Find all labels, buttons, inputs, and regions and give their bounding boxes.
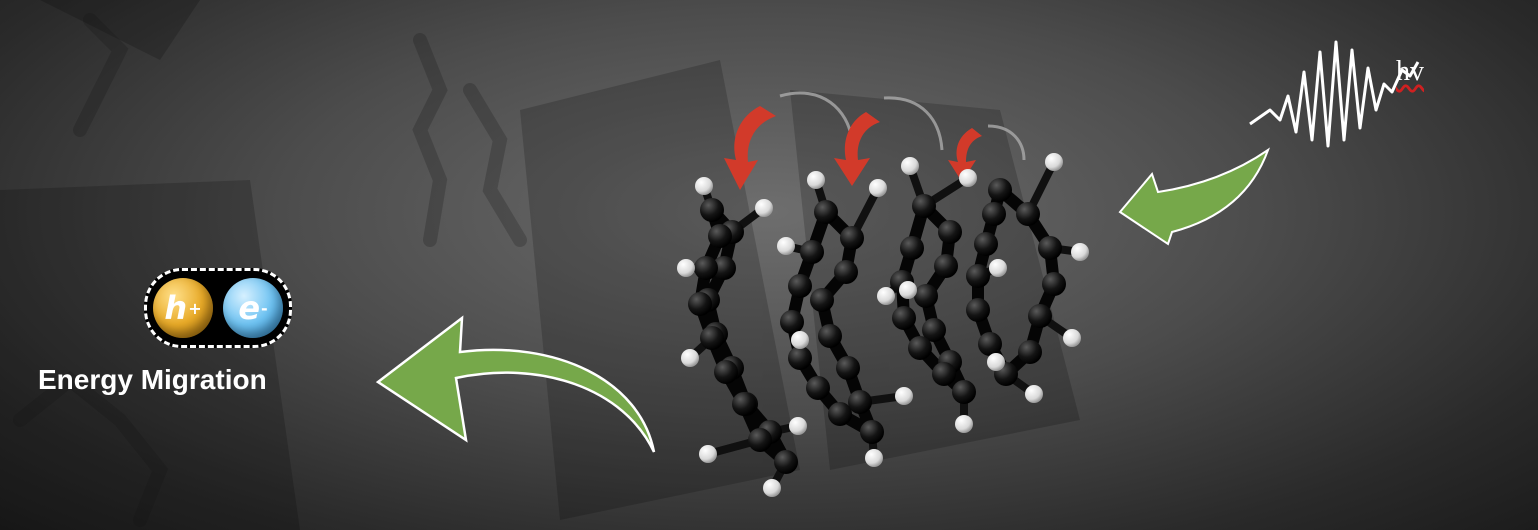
red-hop-arrow-icon	[834, 96, 944, 186]
red-hop-arrow-icon	[724, 91, 854, 190]
green-arrow-icon	[1118, 147, 1270, 246]
photon-label: hv	[1396, 56, 1424, 87]
red-hop-arrow-icon	[948, 124, 1026, 182]
molecule-stack-icon	[677, 153, 1089, 497]
charge-carrier-badge: h+ e-	[144, 268, 292, 348]
electron-symbol: e	[238, 289, 261, 327]
green-arrow-icon	[375, 315, 656, 453]
electron-charge: -	[261, 298, 268, 318]
hole-symbol: h	[164, 289, 188, 327]
hole-carrier-icon: h+	[153, 278, 213, 338]
hole-charge: +	[188, 298, 202, 318]
energy-migration-label: Energy Migration	[38, 364, 267, 395]
photon-wave-icon	[1249, 40, 1420, 148]
electron-carrier-icon: e-	[223, 278, 283, 338]
